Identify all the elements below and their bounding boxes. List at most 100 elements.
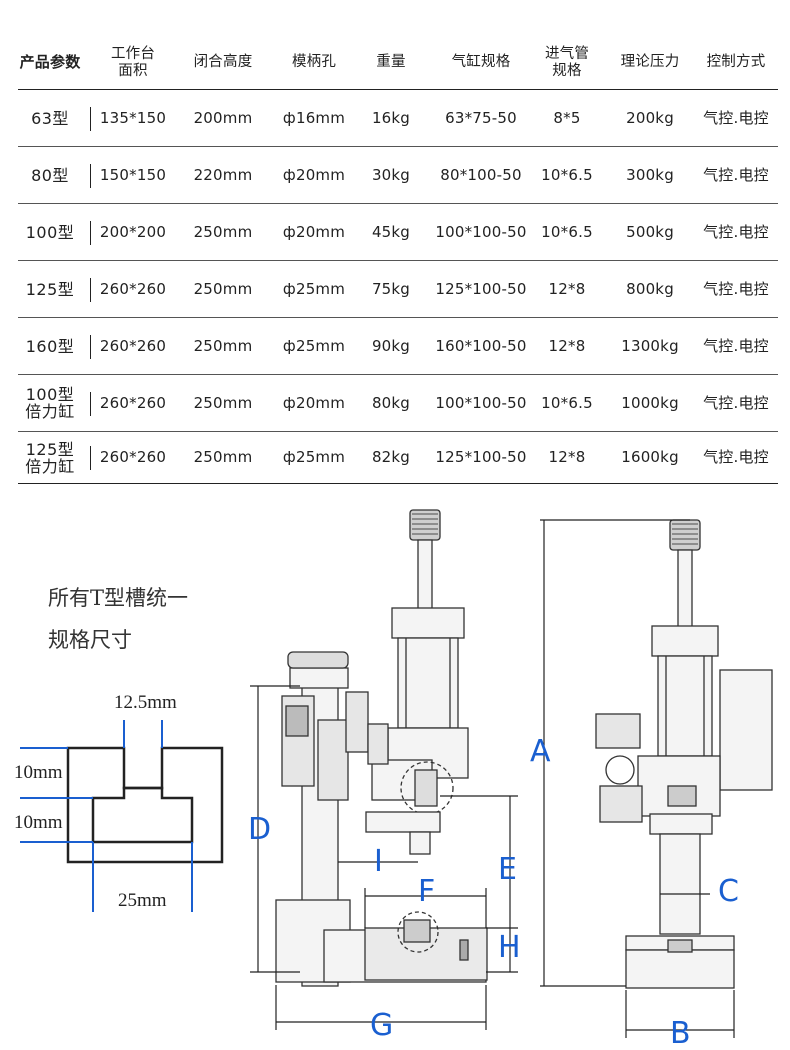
table-header-row: 产品参数 工作台面积 闭合高度 模柄孔 重量 气缸规格 进气管规格 理论压力 控制方式 [18,36,778,90]
table-cell: 1600kg [621,448,679,466]
table-cell: 135*150 [99,108,167,127]
model-cell: 63型 [31,108,69,128]
dim-label-f: F [418,874,436,909]
model-cell: 80型 [31,165,69,185]
press-side-view [250,509,518,1030]
header-cell: 模柄孔 [291,54,337,70]
dim-label-g: G [370,1008,394,1043]
table-cell: 250mm [193,222,253,241]
table-cell: 12*8 [548,448,586,466]
table-cell: 200*200 [99,222,167,241]
table-cell: 100*100-50 [435,393,527,412]
table-cell: ф25mm [282,448,346,466]
table-cell: 250mm [193,279,253,298]
table-cell: 250mm [193,448,253,466]
model-cell: 160型 [25,336,75,356]
slot-dim-top: 12.5mm [114,692,177,713]
slot-note-line2: 规格尺寸 [48,628,132,652]
table-cell: 75kg [371,279,411,298]
dim-label-a: A [530,734,551,769]
table-row: 160型 260*260 250mm ф25mm 90kg 160*100-50 12*8 1… [18,318,778,375]
table-cell: 1300kg [621,336,679,355]
column-divider [90,335,91,359]
table-row: 125型 260*260 250mm ф25mm 75kg 125*100-50 12*8 8… [18,261,778,318]
table-cell: 220mm [193,165,253,184]
dim-label-e: E [498,852,517,887]
table-cell: 160*100-50 [435,336,527,355]
model-cell: 125型 [25,279,75,299]
press-front-view [540,519,773,1038]
table-cell: 10*6.5 [541,222,593,241]
table-cell: 250mm [193,393,253,412]
table-cell: 气控.电控 [703,108,769,127]
header-cell: 工作台面积 [110,45,156,79]
table-cell: 250mm [193,336,253,355]
table-cell: 30kg [371,165,411,184]
slot-dim-upper: 10mm [14,762,63,783]
slot-dim-lower: 10mm [14,812,63,833]
table-cell: 气控.电控 [703,336,769,355]
header-cell: 重量 [376,54,406,70]
column-divider [90,446,91,470]
table-row: 80型 150*150 220mm ф20mm 30kg 80*100-50 10*6.5 3… [18,147,778,204]
table-cell: 气控.电控 [703,165,769,184]
table-cell: ф25mm [282,279,346,298]
header-cell: 气缸规格 [451,54,511,70]
header-cell: 产品参数 [19,53,81,71]
slot-note-line1: 所有T型槽统一 [48,586,189,610]
header-cell: 控制方式 [706,54,766,70]
table-cell: 500kg [626,222,674,241]
table-cell: 125*100-50 [435,448,527,466]
table-cell: 90kg [371,336,411,355]
table-cell: ф20mm [282,222,346,241]
t-slot-diagram [20,720,224,912]
column-divider [90,392,91,416]
table-cell: 260*260 [99,448,167,466]
table-cell: 125*100-50 [435,279,527,298]
table-cell: 260*260 [99,279,167,298]
table-cell: 12*8 [548,279,586,298]
dim-label-d: D [248,812,272,847]
table-cell: 8*5 [553,108,581,127]
table-cell: 气控.电控 [703,222,769,241]
model-cell: 100型倍力缸 [25,385,75,421]
table-cell: 300kg [626,165,674,184]
table-cell: 气控.电控 [703,393,769,412]
table-cell: ф16mm [282,108,346,127]
header-cell: 闭合高度 [193,54,253,70]
table-cell: 10*6.5 [541,393,593,412]
table-cell: 80kg [371,393,411,412]
table-row: 125型倍力缸 260*260 250mm ф25mm 82kg 125*100-50 12… [18,432,778,484]
table-cell: 80*100-50 [440,165,522,184]
dim-label-b: B [670,1016,691,1050]
header-cell: 理论压力 [620,54,680,70]
table-cell: 1000kg [621,393,679,412]
column-divider [90,221,91,245]
table-cell: 45kg [371,222,411,241]
column-divider [90,278,91,302]
table-cell: 150*150 [99,165,167,184]
table-cell: 260*260 [99,393,167,412]
table-cell: ф25mm [282,336,346,355]
table-cell: 200mm [193,108,253,127]
slot-dim-bottom: 25mm [118,890,167,911]
table-cell: 260*260 [99,336,167,355]
table-cell: 气控.电控 [703,448,769,466]
header-cell: 进气管规格 [544,45,590,79]
column-divider [90,107,91,131]
dim-label-i: I [374,844,383,879]
table-cell: ф20mm [282,165,346,184]
dim-label-c: C [718,874,739,909]
model-cell: 125型倍力缸 [25,439,75,476]
table-cell: 10*6.5 [541,165,593,184]
table-cell: 800kg [626,279,674,298]
table-cell: 12*8 [548,336,586,355]
table-cell: 气控.电控 [703,279,769,298]
table-cell: 82kg [371,448,411,466]
table-cell: 63*75-50 [445,108,517,127]
table-cell: 16kg [371,108,411,127]
spec-table: 产品参数 工作台面积 闭合高度 模柄孔 重量 气缸规格 进气管规格 理论压力 控制方式 63型 1… [18,36,778,484]
